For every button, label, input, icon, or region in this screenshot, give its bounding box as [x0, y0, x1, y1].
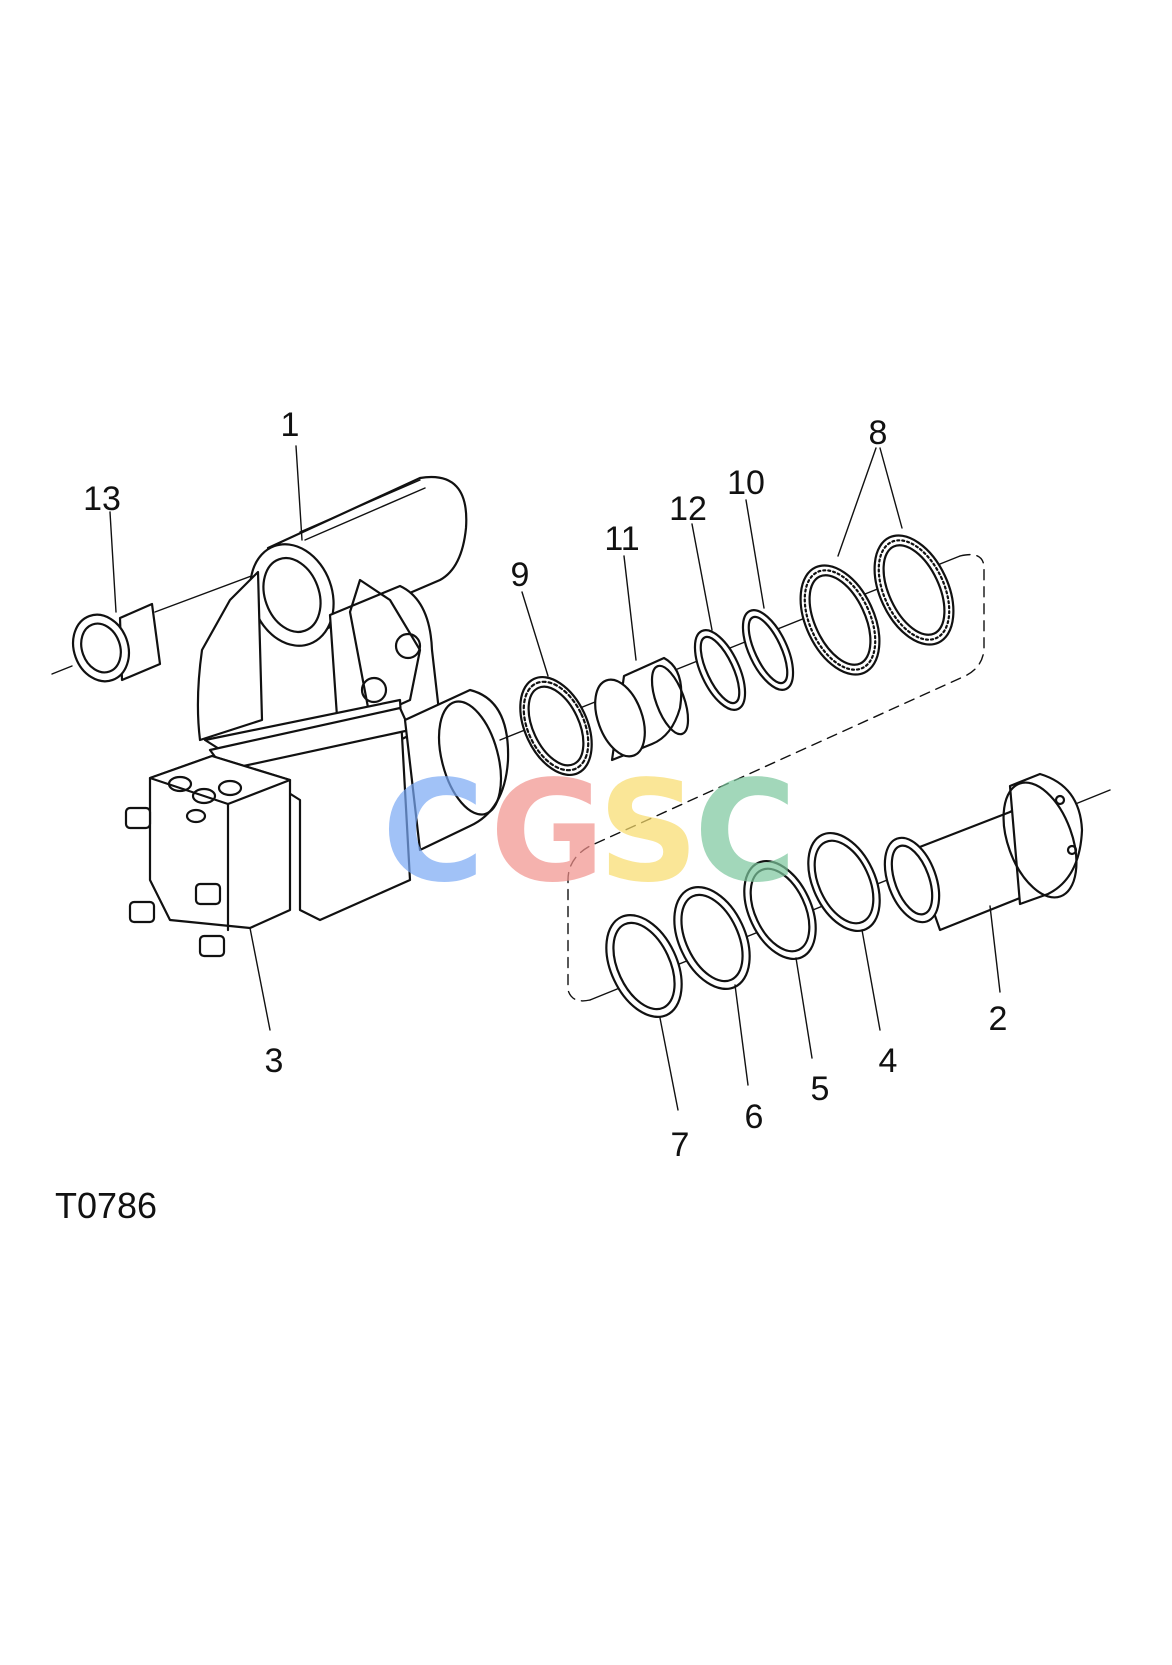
part-2-pivot-pin: [883, 772, 1084, 993]
part-10-seal-ring: [741, 609, 795, 691]
callout-9: 9: [511, 556, 530, 594]
callout-2: 2: [989, 1000, 1008, 1038]
callout-5: 5: [811, 1070, 830, 1108]
callout-6: 6: [745, 1098, 764, 1136]
callout-13: 13: [83, 480, 121, 518]
callout-12: 12: [669, 490, 707, 528]
part-11-piston: [594, 656, 690, 762]
watermark-letter-1: C: [382, 751, 485, 914]
part-3-valve-block: [124, 754, 292, 1031]
part-1-housing: [196, 475, 510, 922]
callout-11: 11: [604, 520, 639, 558]
assembly-bracket: [567, 553, 985, 1002]
watermark-letter-3: S: [598, 751, 699, 914]
callout-10: 10: [727, 464, 765, 502]
callout-3: 3: [265, 1042, 284, 1080]
part-4-shim: [807, 831, 881, 1031]
callout-8: 8: [869, 414, 888, 452]
part-13-bushing: [51, 602, 162, 683]
part-5-shim: [743, 859, 817, 1059]
part-6-shim: [673, 886, 751, 1086]
drawing-code: T0786: [55, 1185, 157, 1226]
watermark-letter-2: G: [490, 751, 605, 914]
part-7-shim: [605, 914, 683, 1111]
callout-1: 1: [281, 406, 300, 444]
part-8-needle-bearings: [799, 534, 955, 676]
callout-labels: 1 2 3 4 5 6 7 8 9 10 11 12 13: [83, 406, 1007, 1164]
watermark-logo: C G S C: [382, 751, 797, 914]
part-9-bearing-ring: [519, 675, 593, 777]
leader-lines: [109, 445, 903, 677]
axis-upper: [154, 571, 263, 613]
callout-4: 4: [879, 1042, 898, 1080]
watermark-letter-4: C: [694, 751, 797, 914]
callout-7: 7: [671, 1126, 690, 1164]
part-12-seal-ring: [693, 629, 747, 711]
